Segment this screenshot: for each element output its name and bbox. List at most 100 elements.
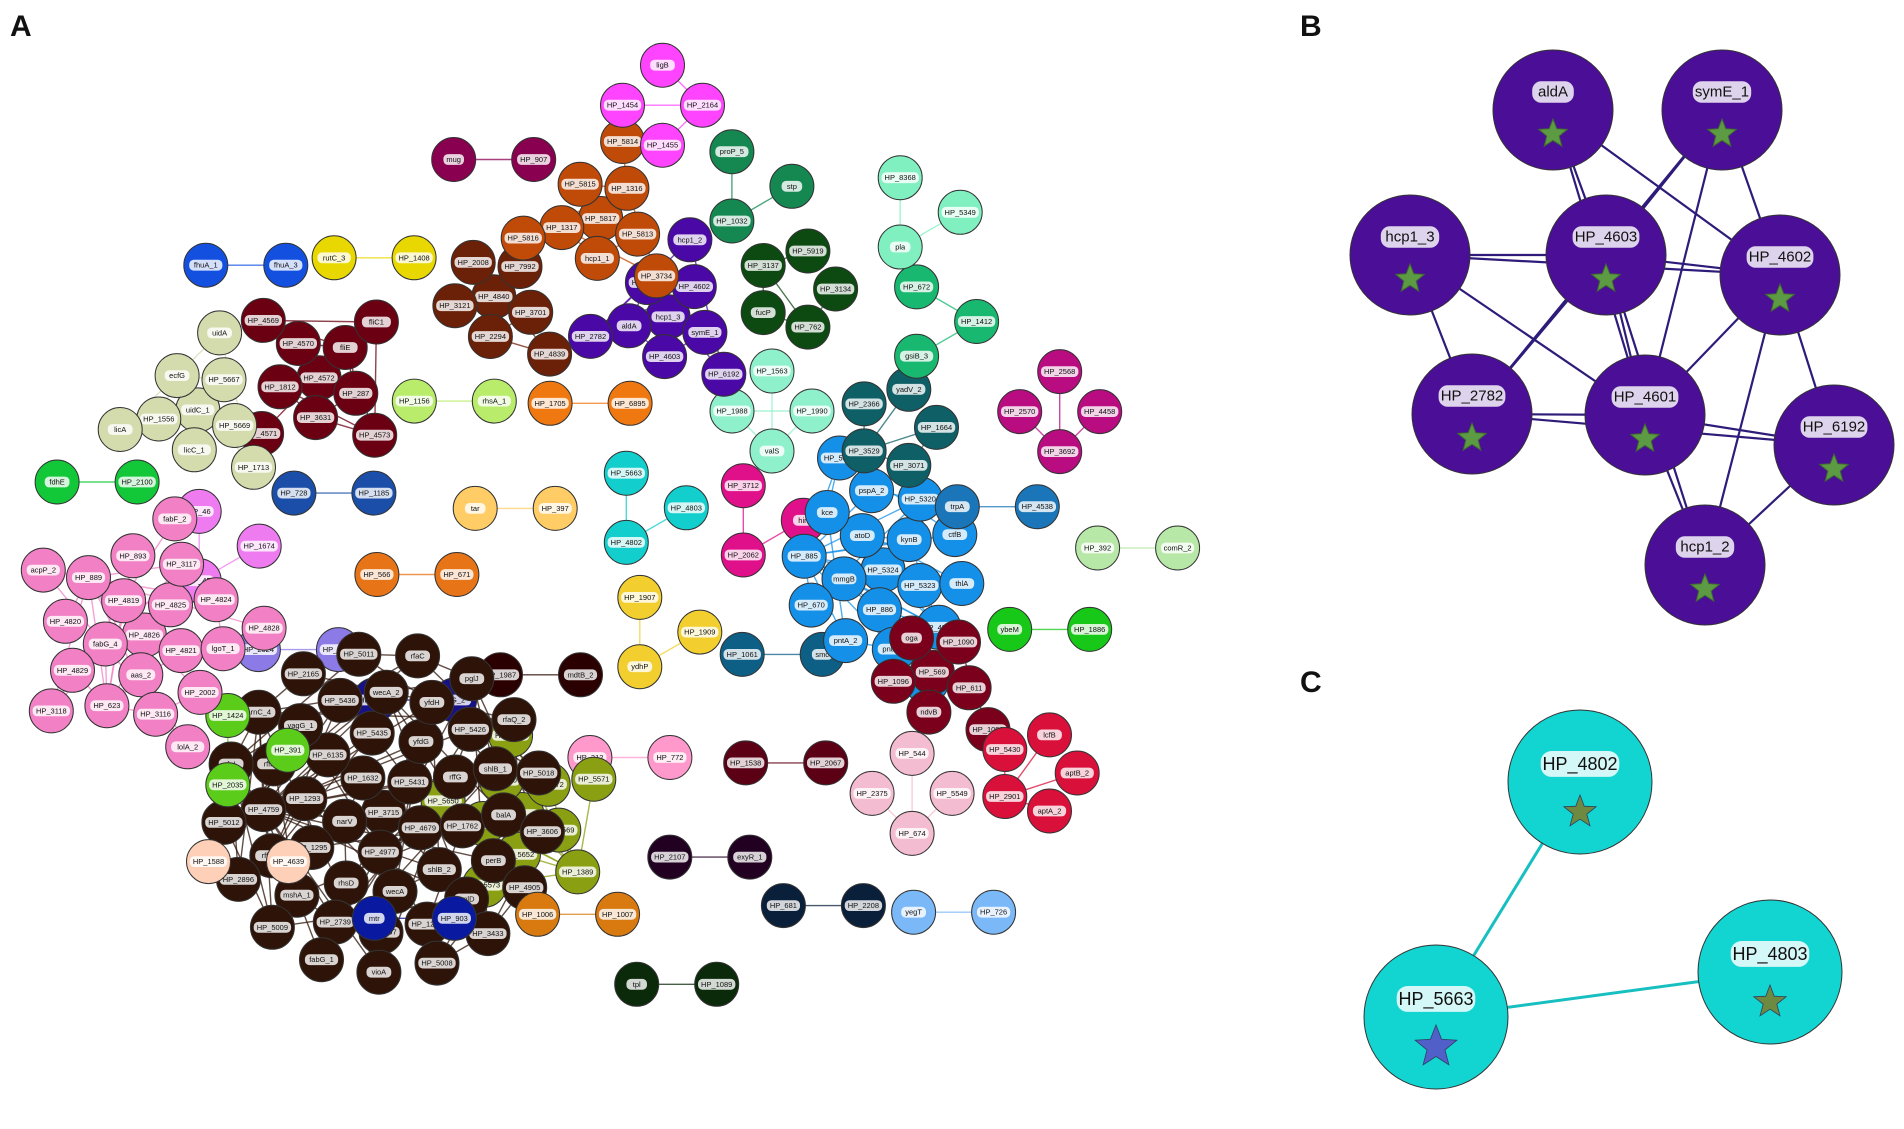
node-hp-3734: HP_3734 [634,253,679,299]
node-label-bg [645,351,684,362]
node-ligb: ligB [640,42,685,88]
node-label: pspA_2 [859,486,884,495]
node-circle [1719,214,1841,336]
node-hp-4759: HP_4759 [241,787,287,833]
node-label-bg [653,752,687,763]
node-label-bg [787,550,821,562]
node-label-bg [437,912,471,924]
node-label: HP_5324 [867,565,898,574]
node-label: HP_391 [274,746,301,755]
node-label-bg [845,445,883,457]
node-label: hcp1_1 [585,254,610,263]
node-label: exyR_1 [737,853,762,862]
node-label: HP_2062 [728,551,759,560]
node-label: HP_1588 [193,857,224,866]
node-label-bg [125,629,163,641]
node-hp-5426: HP_5426 [447,706,493,752]
node-label: HP_728 [280,489,307,498]
node-hp-5324: HP_5324 [860,547,906,593]
node-hp-3692: HP_3692 [1037,429,1083,475]
node-hp-2570: HP_2570 [997,389,1043,435]
node-label-bg [504,232,542,244]
node-shlb-2: shlB_2 [416,847,462,893]
node-label-bg [355,487,393,499]
node-label: HP_4759 [248,805,279,814]
node-label: HP_1987 [485,670,516,679]
node-label-bg [724,549,762,561]
node-label-bg [944,501,970,513]
node-circle [1661,49,1783,171]
node-ecfg: ecfG [154,353,200,399]
node-ybem: ybeM [987,606,1033,652]
node-label-bg [1611,386,1679,408]
node-label: HP_4826 [129,631,160,640]
node-label: HP_5436 [324,696,355,705]
node-label-bg [571,331,610,342]
node-label: wecA_2 [372,688,400,697]
node-label-bg [844,900,883,911]
node-label: HP_1909 [684,628,715,637]
node-hp-5018: HP_5018 [516,750,562,796]
node-label: HP_885 [791,552,818,561]
node-mmgb: mmgB [821,556,867,602]
node-label: HP_2002 [184,688,215,697]
node-hp-5011: HP_5011 [336,631,382,677]
node-label-bg [309,749,347,761]
node-label-bg [286,793,324,804]
node-hcp1-3: hcp1_3 [1349,194,1471,316]
node-hp-4819: HP_4819 [101,578,147,624]
node-label-bg [733,851,767,863]
node-label-bg [512,306,550,318]
node-label-bg [356,429,394,441]
node-label-bg [1532,81,1574,103]
star-icon [1456,421,1488,452]
node-label-bg [405,650,430,662]
node-label: mdtB_2 [568,670,594,679]
node-hp-2100: HP_2100 [114,459,160,505]
node-label-bg [391,776,429,788]
node-label: hcp1_2 [1680,539,1729,556]
node-label: uidA [212,328,227,337]
node-yfdg: yfdG [398,719,444,764]
node-label: HP_4601 [1614,389,1677,406]
node-hcp1-1: hcp1_1 [574,235,620,281]
node-label-bg [715,146,749,158]
node-label-bg [849,530,875,541]
node-label-bg [71,572,106,583]
node-label: ydhP [631,662,648,671]
star-icon [1706,117,1738,148]
node-label-bg [1396,986,1476,1012]
node-label: HP_3701 [515,308,546,317]
node-hp-1909: HP_1909 [677,609,723,655]
node-aptb-2: aptB_2 [1054,750,1100,796]
node-label: HP_1317 [546,223,577,232]
node-label: HP_5663 [611,469,642,478]
node-licc-1: licC_1 [171,427,217,473]
node-label-bg [151,599,190,611]
node-hp-1090: HP_1090 [936,619,981,665]
node-label: HP_1412 [961,317,992,326]
node-hp-2107: HP_2107 [647,834,693,880]
node-label: HP_5650 [427,796,458,805]
node-label: mug [446,155,461,164]
node-hp-4538: HP_4538 [1014,484,1060,530]
node-hp-4821: HP_4821 [158,628,204,674]
node-label-bg [245,622,283,634]
node-hp-2208: HP_2208 [840,883,886,929]
node-hp-5008: HP_5008 [414,940,460,986]
node-kce: kce [804,490,850,535]
node-label: HP_1563 [756,367,787,376]
node-hp-1454: HP_1454 [600,82,645,128]
node-prop-5: proP_5 [709,129,755,175]
node-label-bg [705,368,743,380]
node-label: shlB_1 [484,764,507,773]
node-label-bg [26,564,60,576]
node-label: HP_3118 [36,706,67,715]
node-label-bg [344,772,382,784]
node-hp-670: HP_670 [788,582,834,628]
